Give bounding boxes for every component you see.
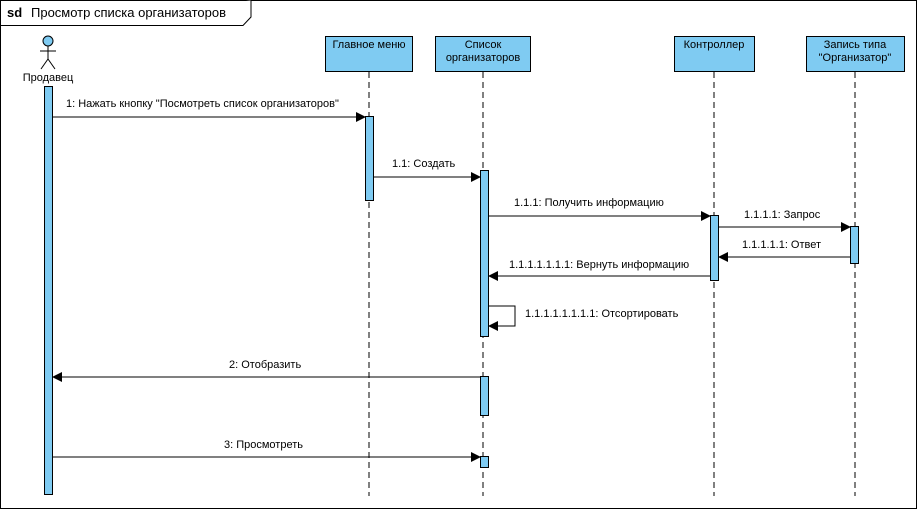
lifeline-head-organizer-record: Запись типа "Организатор" (806, 36, 905, 72)
frame-keyword: sd (7, 5, 22, 20)
lifeline-head-main-menu: Главное меню (325, 36, 413, 72)
lifeline-label-organizer-record-line1: Запись типа (824, 39, 887, 51)
message-label-sort: 1.1.1.1.1.1.1.1: Отсортировать (525, 308, 679, 320)
lifeline-label-main-menu: Главное меню (332, 39, 405, 51)
lifeline-label-controller: Контроллер (684, 39, 745, 51)
actor-stick-figure-icon (40, 35, 56, 70)
message-label-1-1-1-1-1: 1.1.1.1.1: Ответ (742, 239, 821, 251)
message-label-3: 3: Просмотреть (224, 439, 303, 451)
lifeline-head-organizer-list: Список организаторов (435, 36, 531, 72)
message-label-1: 1: Нажать кнопку "Посмотреть список орга… (66, 98, 339, 110)
message-label-1-1-1: 1.1.1: Получить информацию (514, 197, 664, 209)
lifeline-label-organizer-list-line1: Список (465, 39, 502, 51)
message-label-1-1: 1.1: Создать (392, 158, 455, 170)
message-arrow-self-sort (488, 305, 516, 331)
activation-bar-actor (44, 86, 53, 495)
activation-bar-main-menu (365, 116, 374, 201)
actor-name: Продавец (23, 72, 74, 84)
lifeline-label-organizer-record-line2: "Организатор" (819, 52, 892, 64)
activation-bar-organizer-list-3 (480, 456, 489, 468)
frame-title: Просмотр списка организаторов (31, 5, 226, 20)
lifeline-label-organizer-list-line2: организаторов (446, 52, 521, 64)
message-label-1-1-1-1: 1.1.1.1: Запрос (744, 209, 821, 221)
frame-title-tab (0, 0, 252, 26)
activation-bar-controller (710, 215, 719, 281)
activation-bar-organizer-list-2 (480, 376, 489, 416)
lifeline-head-controller: Контроллер (674, 36, 755, 72)
message-label-2: 2: Отобразить (229, 359, 301, 371)
activation-bar-organizer-record (850, 226, 859, 264)
activation-bar-organizer-list-1 (480, 170, 489, 337)
message-label-1-1-1-1-1-1-1: 1.1.1.1.1.1.1: Вернуть информацию (509, 259, 689, 271)
